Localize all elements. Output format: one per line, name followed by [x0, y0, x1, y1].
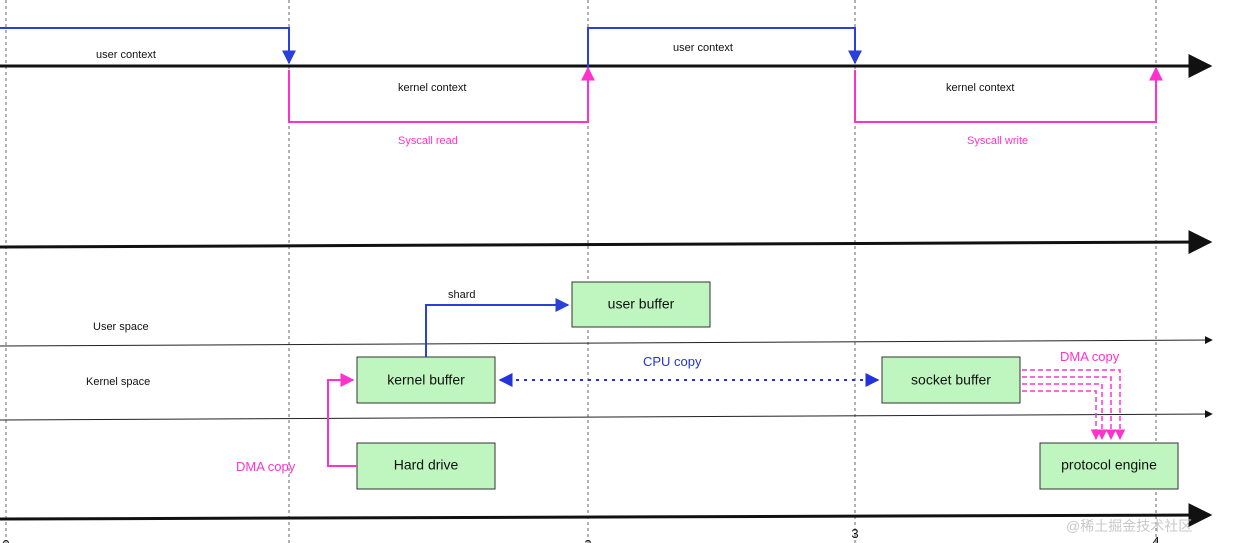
- user-context-line-1: [0, 27, 296, 65]
- tick-1: 1: [285, 540, 292, 543]
- protocol-engine-label: protocol engine: [1061, 457, 1157, 473]
- kernel-hardware-separator: [0, 410, 1213, 421]
- hard-drive-box: Hard drive: [356, 442, 496, 490]
- dma-copy-label-left: DMA copy: [236, 459, 296, 474]
- socket-buffer-label: socket buffer: [911, 372, 991, 388]
- kernel-space-label: Kernel space: [86, 376, 150, 388]
- kernel-context-line-2: [854, 66, 1163, 123]
- tick-3: 3: [851, 526, 858, 541]
- hard-drive-label: Hard drive: [394, 457, 459, 473]
- bottom-axis: [0, 503, 1213, 528]
- kernel-buffer-box: kernel buffer: [356, 356, 496, 404]
- user-space-label: User space: [93, 321, 149, 333]
- shard-label: shard: [448, 289, 476, 301]
- kernel-context-label-2: kernel context: [946, 82, 1014, 94]
- user-context-label-2: user context: [673, 42, 733, 54]
- user-buffer-label: user buffer: [608, 296, 675, 312]
- watermark-text: @稀土掘金技术社区: [1066, 518, 1192, 534]
- shard-arrow: [425, 298, 570, 357]
- syscall-read-label: Syscall read: [398, 135, 458, 147]
- user-context-label-1: user context: [96, 49, 156, 61]
- tick-4: 4: [1152, 534, 1159, 543]
- tick-2: 2: [584, 537, 591, 543]
- dma-copy-arrows-right: [1022, 369, 1126, 441]
- kernel-context-label-1: kernel context: [398, 82, 466, 94]
- user-kernel-separator: [0, 336, 1213, 347]
- user-buffer-box: user buffer: [571, 281, 711, 328]
- kernel-buffer-label: kernel buffer: [387, 372, 465, 388]
- tick-0: 0: [2, 537, 9, 543]
- syscall-write-label: Syscall write: [967, 135, 1028, 147]
- dma-copy-label-right: DMA copy: [1060, 349, 1120, 364]
- protocol-engine-box: protocol engine: [1039, 442, 1179, 490]
- socket-buffer-box: socket buffer: [881, 356, 1021, 404]
- user-context-line-2: [587, 27, 862, 70]
- middle-axis: [0, 230, 1213, 255]
- cpu-copy-label: CPU copy: [643, 354, 702, 369]
- dma-copy-arrow-left: [327, 373, 357, 467]
- kernel-context-line-1: [288, 66, 595, 123]
